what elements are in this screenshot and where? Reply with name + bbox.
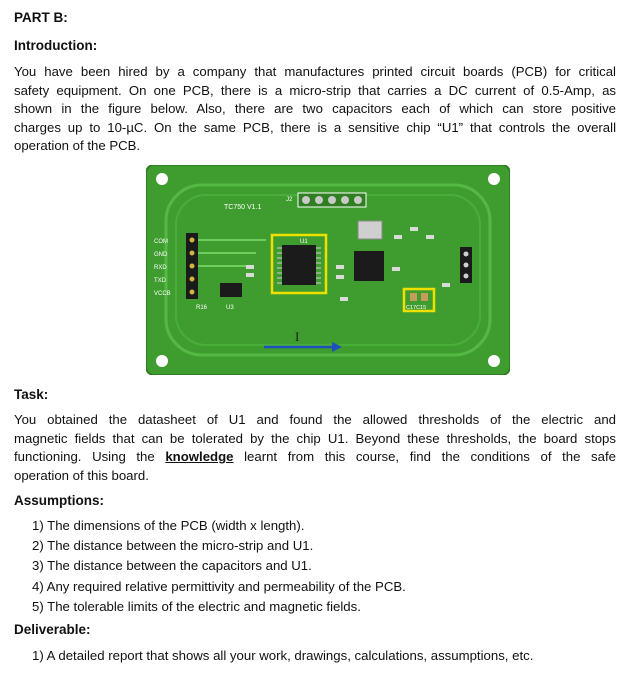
list-item: 2) The distance between the micro-strip … — [32, 538, 314, 554]
list-item: 4) Any required relative permittivity an… — [32, 578, 406, 594]
capacitor — [421, 293, 428, 301]
intro-heading: Introduction: — [14, 38, 98, 53]
controller-chip — [354, 251, 384, 281]
pin-label-rxd: RXD — [154, 265, 167, 271]
capacitor — [410, 293, 417, 301]
assumptions-list: 1) The dimensions of the PCB (width x le… — [32, 516, 406, 617]
intro-line: shown in the figure below. Also, there a… — [14, 101, 616, 117]
deliverable-heading: Deliverable: — [14, 622, 91, 637]
pin-label-gnd: GND — [154, 252, 168, 258]
silkscreen-r16: R16 — [196, 305, 208, 311]
task-line: operation of this board. — [14, 467, 149, 483]
current-arrow-head — [332, 342, 342, 352]
mount-hole — [156, 355, 168, 367]
intro-line: operation of the PCB. — [14, 138, 141, 154]
task-heading: Task: — [14, 387, 49, 402]
list-item: 1) A detailed report that shows all your… — [32, 648, 534, 663]
u1-chip — [282, 245, 316, 285]
list-item: 3) The distance between the capacitors a… — [32, 558, 312, 574]
task-line: functioning. Using the knowledge learnt … — [14, 449, 616, 465]
knowledge-keyword: knowledge — [165, 449, 234, 465]
pcb-figure: COM GND RXD TXD VCCB TC750 V1.1 J2 — [145, 164, 511, 376]
crystal-oscillator — [357, 220, 383, 240]
intro-line: safety equipment. On one PCB, there is a… — [14, 82, 616, 98]
list-item: 1) The dimensions of the PCB (width x le… — [32, 518, 305, 533]
capacitors-highlight — [402, 287, 436, 313]
list-item: 5) The tolerable limits of the electric … — [32, 598, 361, 614]
task-line: You obtained the datasheet of U1 and fou… — [14, 412, 616, 427]
silkscreen-u1: U1 — [300, 239, 308, 245]
task-paragraph: You obtained the datasheet of U1 and fou… — [14, 411, 616, 485]
intro-line: charges up to 10-µC. On the same PCB, th… — [14, 119, 616, 135]
silkscreen-u3: U3 — [226, 305, 234, 311]
task-line: magnetic fields that can be tolerated by… — [14, 430, 616, 446]
assumptions-heading: Assumptions: — [14, 493, 105, 508]
silkscreen-c17c15: C17C15 — [406, 305, 426, 311]
pcb-image: COM GND RXD TXD VCCB TC750 V1.1 J2 — [145, 164, 511, 376]
antenna-trace — [164, 183, 492, 357]
pin-label-com: COM — [154, 239, 168, 245]
silkscreen-version: TC750 V1.1 — [224, 204, 261, 211]
current-label: I — [295, 329, 299, 344]
deliverables-list: 1) A detailed report that shows all your… — [32, 646, 533, 666]
u1-highlight — [270, 233, 328, 295]
pin-label-txd: TXD — [154, 278, 167, 284]
part-heading: PART B: — [14, 10, 68, 25]
pin-label-vccb: VCCB — [154, 291, 171, 297]
intro-paragraph: You have been hired by a company that ma… — [14, 63, 616, 156]
mount-hole — [488, 173, 500, 185]
intro-line: You have been hired by a company that ma… — [14, 64, 616, 79]
mount-hole — [488, 355, 500, 367]
regulator-chip — [220, 283, 242, 297]
silkscreen-j2: J2 — [286, 197, 293, 203]
pcb-board — [146, 165, 510, 375]
mount-hole — [156, 173, 168, 185]
